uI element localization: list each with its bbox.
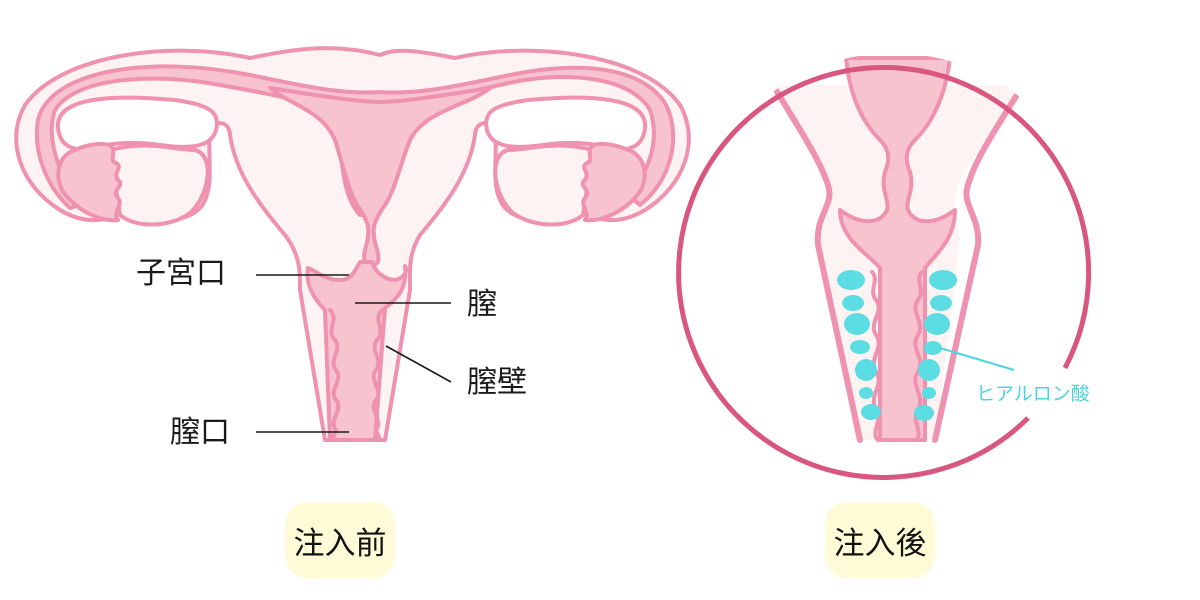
uterus-diagram-before: [14, 46, 691, 442]
label-leader-lines: [256, 274, 452, 433]
caption-before-injection: 注入前: [285, 502, 395, 578]
hyaluronic-leader-line: [939, 347, 1015, 371]
label-hyaluronic-acid: ヒアルロン酸: [976, 383, 1090, 405]
magnifier-ring: [676, 65, 1092, 480]
caption-after-injection: 注入後: [825, 502, 935, 578]
label-vaginal-opening: 膣口: [170, 415, 230, 450]
label-cervix: 子宮口: [136, 256, 226, 291]
hyaluronic-acid-deposits: [837, 270, 957, 421]
label-vagina: 膣: [467, 287, 497, 322]
label-vaginal-wall: 膣壁: [467, 365, 527, 400]
